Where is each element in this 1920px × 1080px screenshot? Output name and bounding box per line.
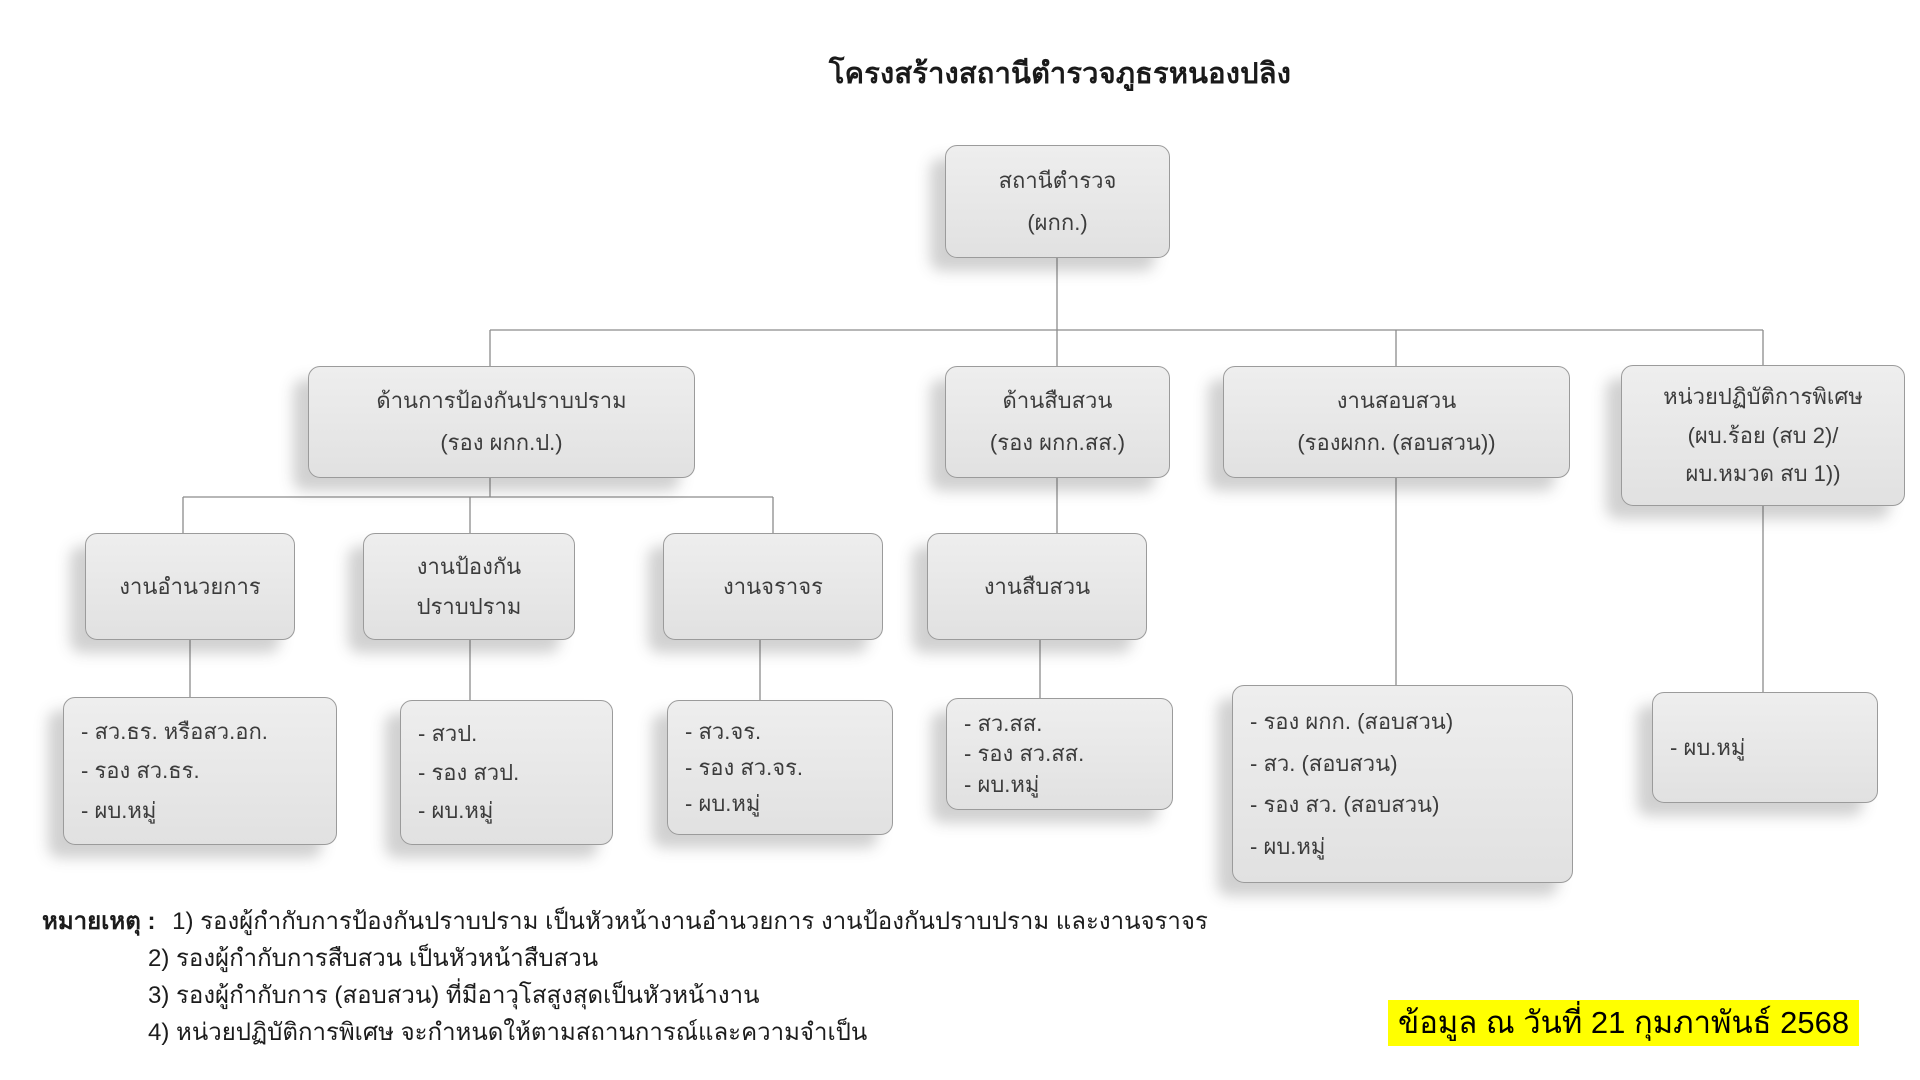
org-box-line: - รอง สว.จร. — [685, 754, 804, 780]
org-box-admin-work: งานอำนวยการ — [85, 533, 295, 640]
org-box-investigation-division: ด้านสืบสวน (รอง ผกก.สส.) — [945, 366, 1170, 478]
data-date-highlight: ข้อมูล ณ วันที่ 21 กุมภาพันธ์ 2568 — [1388, 1000, 1860, 1046]
chart-title: โครงสร้างสถานีตำรวจภูธรหนองปลิง — [828, 58, 1292, 90]
org-box-line: งานอำนวยการ — [119, 573, 261, 599]
org-box-line: (ผกก.) — [1027, 209, 1088, 235]
note-line: หมายเหตุ : 1) รองผู้กำกับการป้องกันปราบป… — [42, 903, 1208, 940]
org-box-line: - รอง สว. (สอบสวน) — [1250, 792, 1440, 817]
org-box-line: ผบ.หมวด สบ 1)) — [1685, 461, 1841, 487]
org-box-line: (รอง ผกก.สส.) — [989, 430, 1126, 456]
org-box-prevention-division: ด้านการป้องกันปราบปราม (รอง ผกก.ป.) — [308, 366, 695, 478]
org-box-prevention-positions: - สวป. - รอง สวป. - ผบ.หมู่ — [400, 700, 613, 845]
org-box-traffic-positions: - สว.จร. - รอง สว.จร. - ผบ.หมู่ — [667, 700, 893, 835]
org-box-line: สถานีตำรวจ — [998, 167, 1117, 193]
note-text: 3) รองผู้กำกับการ (สอบสวน) ที่มีอาวุโสสู… — [148, 982, 760, 1009]
org-box-line: ด้านการป้องกันปราบปราม — [376, 388, 627, 414]
notes-label: หมายเหตุ : — [42, 908, 156, 935]
notes: หมายเหตุ : 1) รองผู้กำกับการป้องกันปราบป… — [42, 903, 1208, 1051]
org-box-line: งานจราจร — [723, 573, 823, 599]
org-box-line: (รองผกก. (สอบสวน)) — [1297, 430, 1496, 456]
org-box-line: - รอง สว.สส. — [964, 741, 1085, 767]
org-box-admin-positions: - สว.ธร. หรือสว.อก. - รอง สว.ธร. - ผบ.หม… — [63, 697, 337, 845]
note-text: 2) รองผู้กำกับการสืบสวน เป็นหัวหน้าสืบสว… — [148, 945, 599, 972]
note-line: 3) รองผู้กำกับการ (สอบสวน) ที่มีอาวุโสสู… — [148, 977, 1208, 1014]
org-box-line: งานสืบสวน — [983, 573, 1091, 599]
org-box-line: - สว.ธร. หรือสว.อก. — [81, 718, 268, 744]
org-box-line: ด้านสืบสวน — [1002, 388, 1113, 414]
org-box-line: - สว. (สอบสวน) — [1250, 750, 1398, 776]
org-box-line: - ผบ.หมู่ — [964, 771, 1040, 797]
org-box-special-ops-positions: - ผบ.หมู่ — [1652, 692, 1878, 803]
org-box-line: - สวป. — [418, 721, 478, 747]
org-box-line: งานป้องกัน — [416, 553, 522, 579]
org-box-station: สถานีตำรวจ (ผกก.) — [945, 145, 1170, 258]
org-box-line: หน่วยปฏิบัติการพิเศษ — [1663, 384, 1863, 410]
org-box-inquiry-division: งานสอบสวน (รองผกก. (สอบสวน)) — [1223, 366, 1570, 478]
note-line: 4) หน่วยปฏิบัติการพิเศษ จะกำหนดให้ตามสถา… — [148, 1014, 1208, 1051]
org-box-line: ปราบปราม — [416, 593, 522, 619]
org-box-traffic-work: งานจราจร — [663, 533, 883, 640]
org-box-inquiry-positions: - รอง ผกก. (สอบสวน) - สว. (สอบสวน) - รอง… — [1232, 685, 1573, 883]
org-box-line: - ผบ.หมู่ — [1250, 833, 1326, 859]
org-box-prevention-work: งานป้องกัน ปราบปราม — [363, 533, 575, 640]
org-box-line: - สว.สส. — [964, 710, 1043, 736]
note-text: 1) รองผู้กำกับการป้องกันปราบปราม เป็นหัว… — [172, 908, 1208, 935]
note-text: 4) หน่วยปฏิบัติการพิเศษ จะกำหนดให้ตามสถา… — [148, 1019, 868, 1046]
org-box-line: - รอง ผกก. (สอบสวน) — [1250, 709, 1454, 734]
org-box-line: (ผบ.ร้อย (สบ 2)/ — [1687, 422, 1839, 448]
org-box-line: - ผบ.หมู่ — [81, 797, 157, 823]
org-box-line: (รอง ผกก.ป.) — [440, 430, 563, 456]
org-box-line: - รอง สวป. — [418, 759, 520, 785]
org-box-special-ops-unit: หน่วยปฏิบัติการพิเศษ (ผบ.ร้อย (สบ 2)/ ผบ… — [1621, 365, 1905, 506]
note-line: 2) รองผู้กำกับการสืบสวน เป็นหัวหน้าสืบสว… — [148, 940, 1208, 977]
org-box-line: - รอง สว.ธร. — [81, 758, 200, 784]
org-box-line: งานสอบสวน — [1336, 388, 1457, 414]
org-box-line: - ผบ.หมู่ — [685, 790, 761, 816]
org-box-line: - สว.จร. — [685, 718, 762, 744]
org-box-line: - ผบ.หมู่ — [1670, 734, 1746, 760]
org-box-investigation-work: งานสืบสวน — [927, 533, 1147, 640]
org-box-investigation-positions: - สว.สส. - รอง สว.สส. - ผบ.หมู่ — [946, 698, 1173, 810]
org-box-line: - ผบ.หมู่ — [418, 798, 494, 824]
